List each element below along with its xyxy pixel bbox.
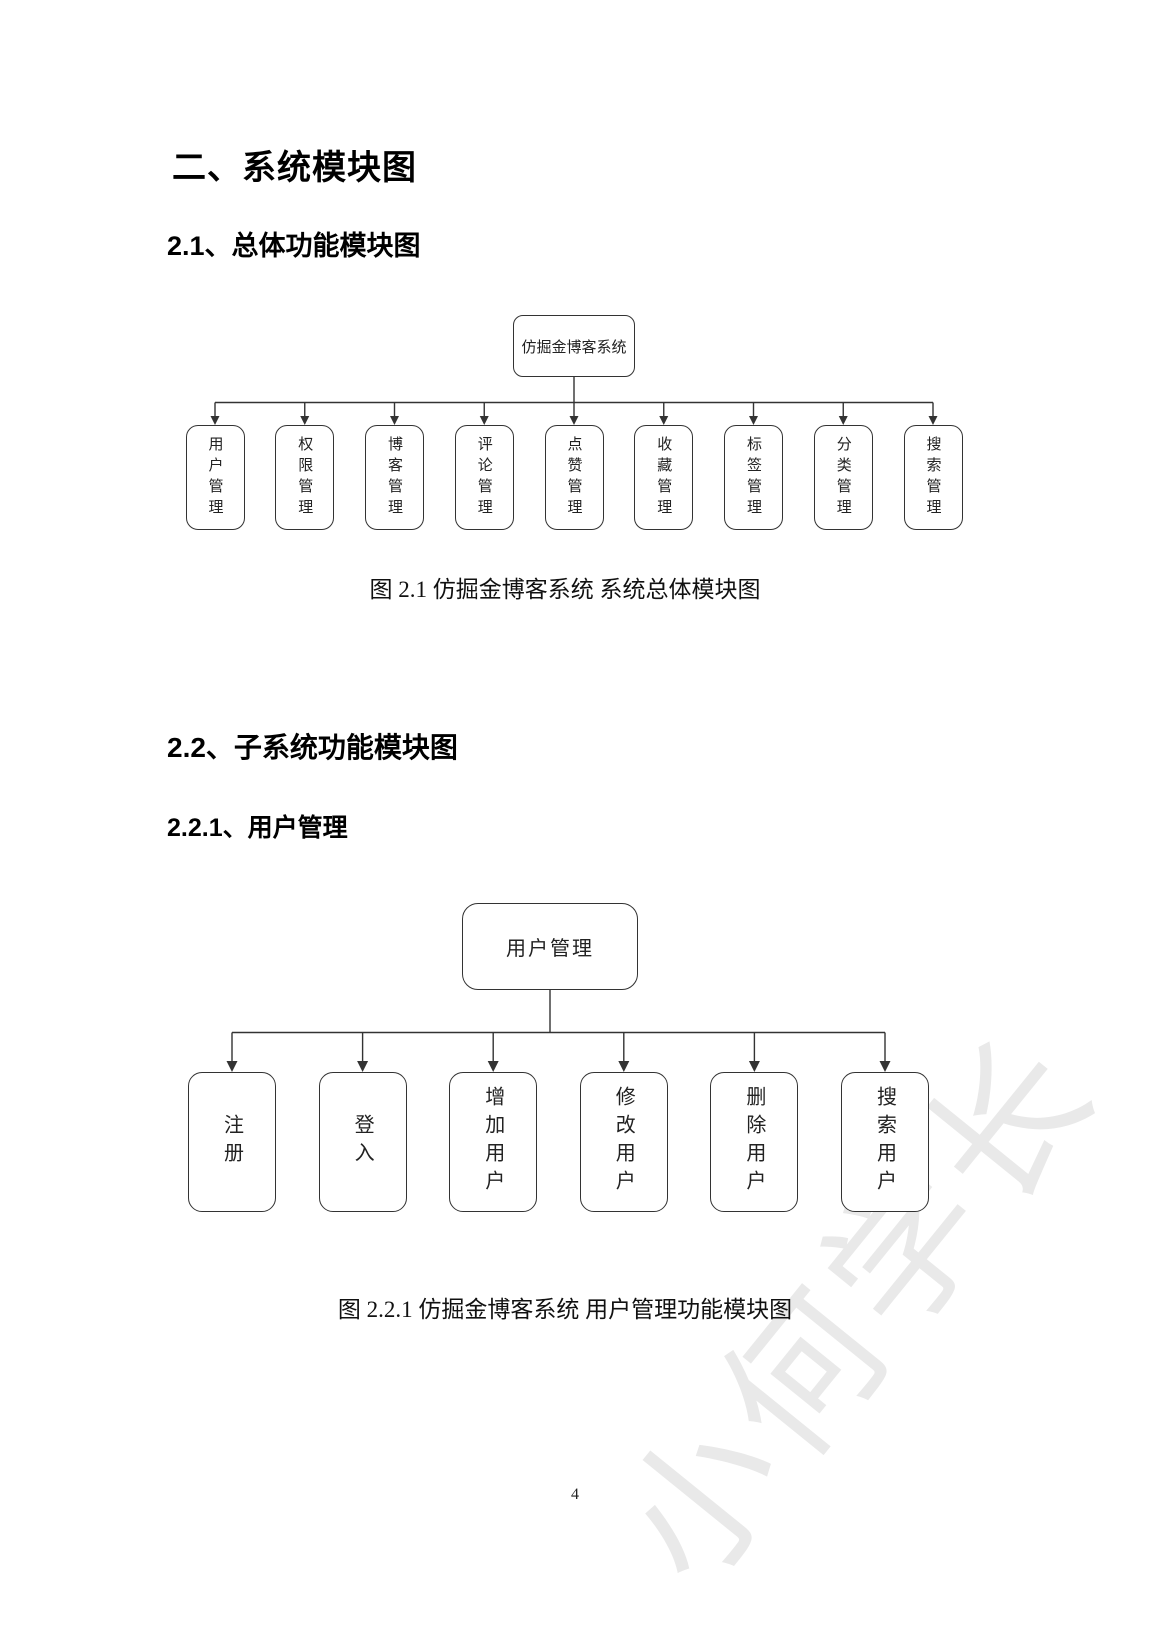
watermark-text: 小何学长 [590, 1005, 1130, 1615]
node-label: 分类管理 [834, 435, 852, 520]
diagram1-child-node: 博客管理 [365, 425, 424, 530]
page-number: 4 [571, 1486, 579, 1503]
diagram1-root-node: 仿掘金博客系统 [513, 315, 635, 377]
node-label: 用户管理 [206, 435, 224, 520]
node-label: 修改用户 [612, 1086, 635, 1198]
diagram2-child-node: 删除用户 [710, 1072, 799, 1212]
diagram1-child-node: 标签管理 [724, 425, 783, 530]
section-title: 二、系统模块图 [172, 149, 417, 187]
diagram1-child-node: 分类管理 [813, 425, 873, 530]
node-label: 搜索用户 [873, 1086, 896, 1198]
subsection-2-2-title: 2.2、子系统功能模块图 [167, 732, 458, 763]
node-label: 收藏管理 [655, 435, 673, 520]
node-label: 登入 [351, 1114, 374, 1170]
node-label: 增加用户 [481, 1086, 504, 1198]
diagram1-child-node: 收藏管理 [634, 425, 694, 530]
diagram2-child-node: 修改用户 [579, 1072, 668, 1212]
diagram2-root-node: 用户管理 [462, 903, 638, 990]
diagram1-child-node: 用户管理 [185, 425, 245, 530]
diagram2-child-node: 登入 [318, 1072, 407, 1212]
diagram2-child-node: 增加用户 [449, 1072, 538, 1212]
node-label: 点赞管理 [565, 435, 583, 520]
subsection-2-2-1-title: 2.2.1、用户管理 [167, 814, 348, 842]
diagram1-child-node: 点赞管理 [544, 425, 604, 530]
node-label: 博客管理 [386, 435, 403, 520]
figure-caption-2-1: 图 2.1 仿掘金博客系统 系统总体模块图 [369, 577, 761, 602]
node-label: 搜索管理 [924, 435, 942, 520]
figure-caption-2-2-1: 图 2.2.1 仿掘金博客系统 用户管理功能模块图 [337, 1297, 793, 1322]
node-label: 注册 [220, 1114, 243, 1170]
node-label: 标签管理 [745, 435, 762, 520]
diagram2-child-node: 搜索用户 [841, 1072, 929, 1212]
node-label: 权限管理 [296, 435, 314, 520]
subsection-2-1-title: 2.1、总体功能模块图 [167, 231, 421, 261]
node-label: 评论管理 [475, 435, 493, 520]
diagram1-child-node: 搜索管理 [903, 425, 963, 530]
node-label: 删除用户 [742, 1086, 765, 1198]
diagram2-child-node: 注册 [188, 1072, 276, 1212]
diagram1-child-node: 权限管理 [275, 425, 335, 530]
diagram1-child-node: 评论管理 [454, 425, 514, 530]
